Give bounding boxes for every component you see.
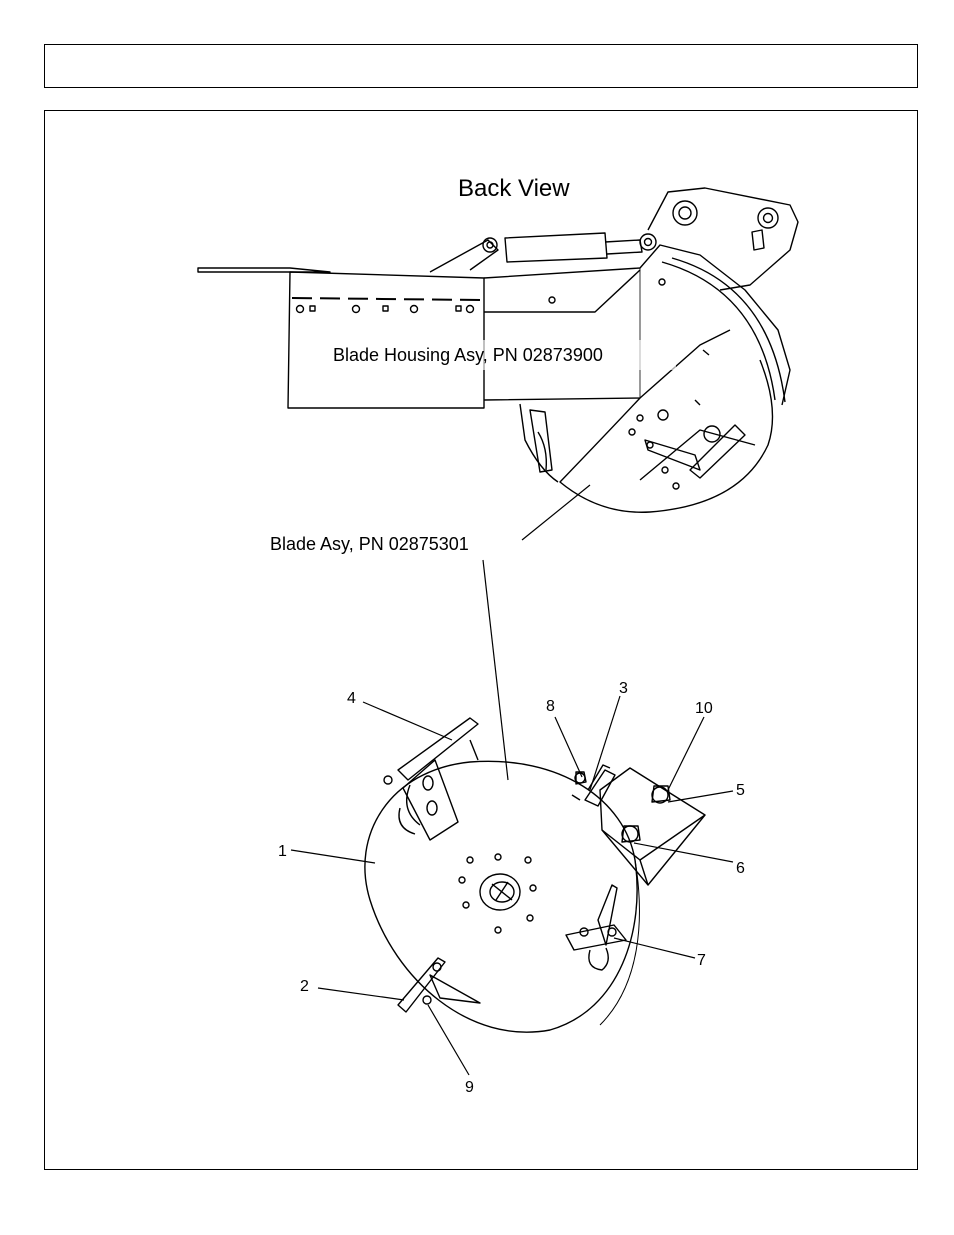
callout-4: 4 (347, 690, 356, 707)
blade-housing-drawing (197, 187, 799, 513)
callout-7: 7 (697, 952, 706, 969)
callout-9: 9 (465, 1079, 474, 1096)
callout-leaders (290, 695, 734, 1076)
callout-10: 10 (695, 700, 713, 717)
blade-assembly-label: Blade Asy, PN 02875301 (270, 534, 469, 554)
callout-5: 5 (736, 782, 745, 799)
callout-6: 6 (736, 860, 745, 877)
callout-3: 3 (619, 680, 628, 697)
housing-label: Blade Housing Asy, PN 02873900 (333, 345, 603, 365)
content-frame (44, 110, 918, 1170)
callout-1: 1 (278, 843, 287, 860)
callout-8: 8 (546, 698, 555, 715)
callout-2: 2 (300, 978, 309, 995)
diagram-title: Back View (458, 175, 570, 202)
blade-label-leaders (482, 484, 591, 781)
blade-disc-drawing (364, 717, 706, 1033)
header-box (44, 44, 918, 88)
